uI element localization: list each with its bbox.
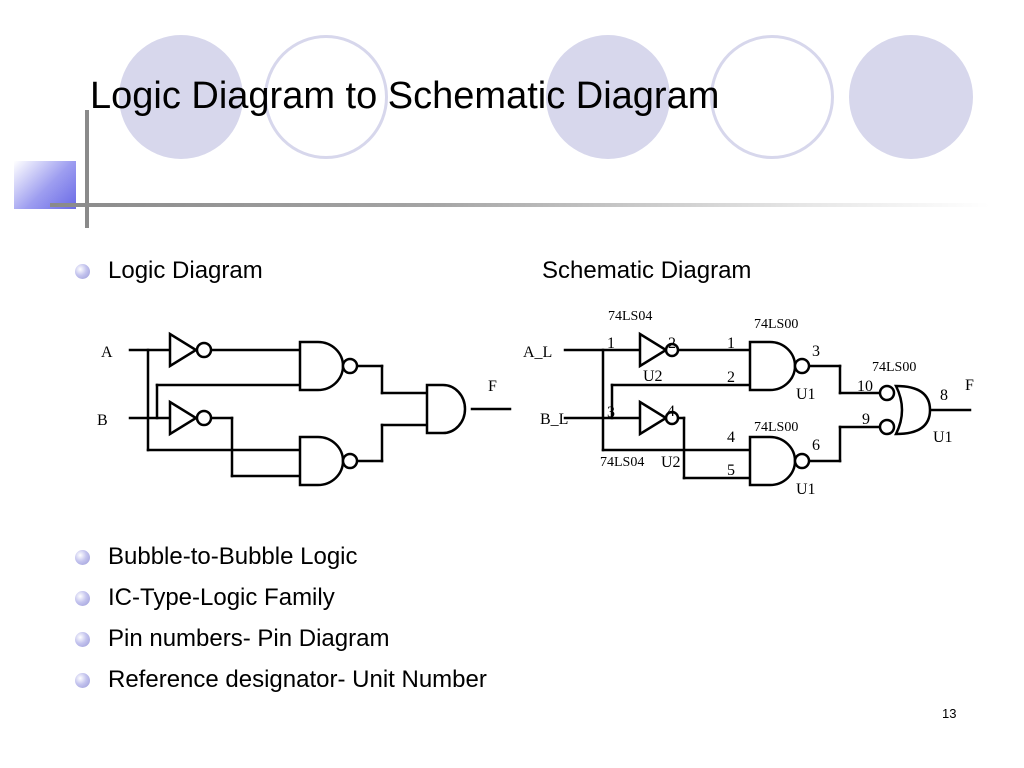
nand-bottom-part: 74LS00 bbox=[754, 420, 798, 435]
inv-bottom-unit: U2 bbox=[661, 454, 681, 471]
nand-bottom-pin-out: 6 bbox=[812, 437, 820, 454]
schematic-diagram-heading: Schematic Diagram bbox=[542, 257, 752, 284]
inv-top-unit: U2 bbox=[643, 368, 663, 385]
bullet-item: Reference designator- Unit Number bbox=[108, 666, 487, 693]
schematic-inverter-bottom bbox=[638, 399, 680, 437]
schematic-inverter-top bbox=[638, 331, 680, 369]
schematic-or-gate bbox=[878, 384, 932, 436]
logic-diagram-wires bbox=[128, 348, 512, 478]
logic-inverter-bottom bbox=[168, 399, 213, 437]
accent-square bbox=[14, 161, 76, 209]
header-circle-3 bbox=[546, 35, 670, 159]
nand-bottom-pin-in1: 4 bbox=[727, 429, 735, 446]
schematic-label-f: F bbox=[965, 377, 974, 394]
logic-nand-bottom bbox=[298, 435, 359, 487]
bullet-item: IC-Type-Logic Family bbox=[108, 584, 335, 611]
schematic-label-b: B_L bbox=[540, 411, 568, 428]
inv-top-part: 74LS04 bbox=[608, 309, 652, 324]
bullet-icon bbox=[75, 550, 90, 565]
logic-nand-output bbox=[425, 383, 467, 435]
nand-top-part: 74LS00 bbox=[754, 317, 798, 332]
logic-nand-top bbox=[298, 340, 359, 392]
nand-bottom-unit: U1 bbox=[796, 481, 816, 498]
header-circle-2 bbox=[264, 35, 388, 159]
inv-top-pin-out: 2 bbox=[668, 335, 676, 352]
schematic-nand-bottom bbox=[748, 435, 811, 487]
or-gate-part: 74LS00 bbox=[872, 360, 916, 375]
or-gate-pin-in1: 10 bbox=[857, 378, 873, 395]
bullet-logic-diagram: Logic Diagram bbox=[108, 257, 263, 284]
bullet-item: Pin numbers- Pin Diagram bbox=[108, 625, 390, 652]
header-circle-1 bbox=[119, 35, 243, 159]
nand-bottom-pin-in2: 5 bbox=[727, 462, 735, 479]
nand-top-unit: U1 bbox=[796, 386, 816, 403]
nand-top-pin-in2: 2 bbox=[727, 369, 735, 386]
schematic-nand-top bbox=[748, 340, 811, 392]
or-gate-unit: U1 bbox=[933, 429, 953, 446]
or-gate-pin-out: 8 bbox=[940, 387, 948, 404]
logic-inverter-top bbox=[168, 331, 213, 369]
logic-label-b: B bbox=[97, 412, 108, 429]
bullet-icon bbox=[75, 632, 90, 647]
page-title: Logic Diagram to Schematic Diagram bbox=[90, 75, 720, 117]
nand-top-pin-in1: 1 bbox=[727, 335, 735, 352]
inv-top-pin-in: 1 bbox=[607, 335, 615, 352]
schematic-wires bbox=[563, 348, 972, 480]
title-vertical-rule bbox=[85, 110, 89, 228]
header-circle-4 bbox=[710, 35, 834, 159]
logic-label-f: F bbox=[488, 378, 497, 395]
header-circle-5 bbox=[849, 35, 973, 159]
schematic-label-a: A_L bbox=[523, 344, 552, 361]
bullet-icon bbox=[75, 591, 90, 606]
nand-top-pin-out: 3 bbox=[812, 343, 820, 360]
inv-bottom-pin-in: 3 bbox=[607, 404, 615, 421]
logic-label-a: A bbox=[101, 344, 113, 361]
page-number: 13 bbox=[942, 706, 957, 721]
or-gate-pin-in2: 9 bbox=[862, 411, 870, 428]
title-horizontal-rule bbox=[50, 203, 990, 207]
bullet-icon bbox=[75, 673, 90, 688]
inv-bottom-pin-out: 4 bbox=[667, 403, 675, 420]
bullet-icon bbox=[75, 264, 90, 279]
inv-bottom-part: 74LS04 bbox=[600, 455, 644, 470]
bullet-item: Bubble-to-Bubble Logic bbox=[108, 543, 358, 570]
